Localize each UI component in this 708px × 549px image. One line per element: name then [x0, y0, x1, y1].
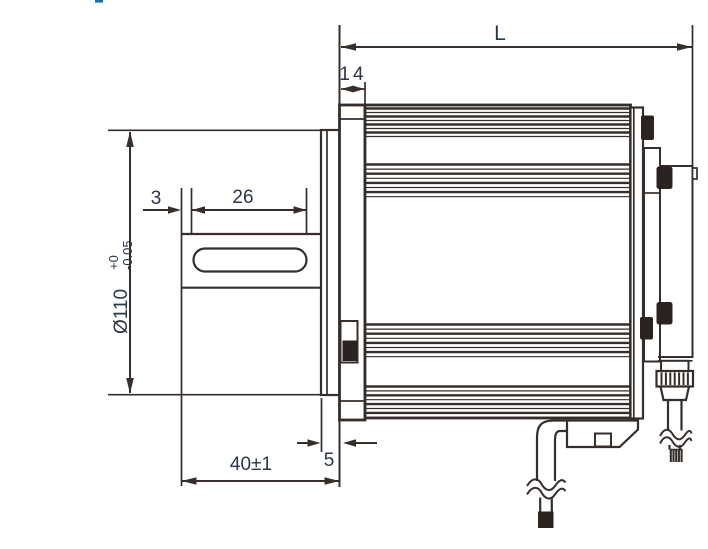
dim-shaft-length: 40±1 — [181, 454, 340, 485]
gland-knurl-hatch — [660, 372, 689, 385]
dim-boss-height: 5 — [297, 398, 377, 471]
dim-40-label: 40±1 — [230, 454, 272, 475]
wire-brush-end — [669, 448, 683, 462]
rear-end-cap — [629, 106, 645, 420]
dim-overall-length: L — [338, 22, 694, 166]
rear-assembly — [640, 115, 698, 363]
dim-flange-thickness: 14 — [339, 64, 366, 104]
motor-body — [363, 103, 645, 420]
dim-5-label: 5 — [324, 450, 335, 471]
output-shaft — [180, 188, 321, 486]
terminal-lug-top-right — [656, 166, 673, 189]
cable-break-symbol-bottom — [526, 478, 567, 500]
terminal-lug-bottom-right — [656, 302, 673, 325]
keyway-slot — [192, 247, 308, 273]
terminal-lug-top-left — [641, 115, 654, 140]
terminal-lug-bottom-left — [640, 317, 653, 340]
cooling-fins — [365, 107, 631, 418]
dim-3-label: 3 — [151, 188, 162, 209]
rear-cover — [659, 165, 694, 358]
mounting-flange — [338, 103, 367, 487]
power-cable — [526, 419, 567, 528]
dim-14-label: 14 — [339, 64, 366, 85]
terminal-foot — [565, 419, 640, 449]
gland-hex — [659, 385, 691, 402]
cover-stub — [691, 167, 698, 180]
dim-dia110-tol-lower: -0.05 — [120, 240, 135, 270]
cable-end — [538, 511, 554, 528]
foot-notch — [594, 432, 612, 448]
dim-L-label: L — [494, 22, 506, 45]
blue-artifact — [95, 0, 103, 3]
dim-keyway: 3 26 — [143, 187, 307, 214]
cable-gland-connector — [655, 356, 695, 462]
dim-dia110-tol-upper: +0 — [106, 255, 121, 270]
cable-break-symbol-right — [659, 428, 693, 448]
dim-26-label: 26 — [232, 187, 253, 208]
dim-pilot-diameter: Ø110 +0 -0.05 — [106, 131, 135, 394]
dim-dia110-label: Ø110 — [111, 289, 132, 334]
